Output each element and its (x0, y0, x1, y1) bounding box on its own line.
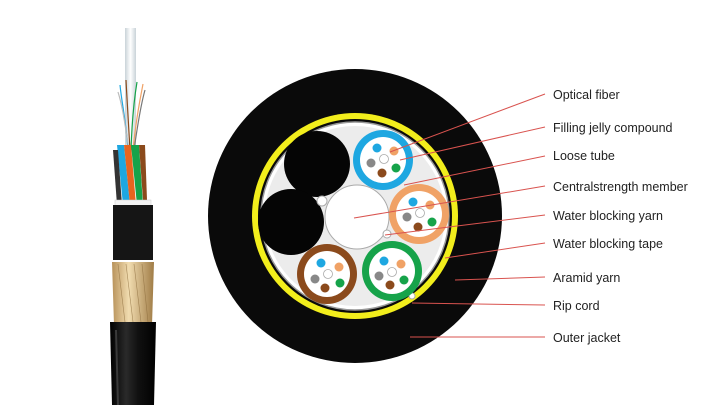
label-filling-jelly-compound: Filling jelly compound (553, 121, 673, 135)
label-water-blocking-tape: Water blocking tape (553, 237, 663, 251)
leader-rip-cord (411, 302, 546, 306)
leader-water-blocking-yarn (384, 214, 546, 236)
label-loose-tube: Loose tube (553, 149, 615, 163)
leader-central-strength (353, 185, 546, 219)
label-aramid-yarn: Aramid yarn (553, 271, 620, 285)
leader-filling-jelly (399, 126, 546, 161)
loose-tube-brown (297, 244, 357, 304)
label-water-blocking-yarn: Water blocking yarn (553, 209, 663, 223)
label-rip-cord: Rip cord (553, 299, 600, 313)
leader-loose-tube (403, 155, 546, 186)
leader-aramid-yarn (454, 276, 546, 281)
leader-water-blocking-tape (444, 242, 546, 259)
loose-tube-green (362, 241, 422, 301)
label-outer-jacket: Outer jacket (553, 331, 621, 345)
cable-side-view-illustration (110, 28, 156, 405)
label-optical-fiber: Optical fiber (553, 88, 620, 102)
loose-tube-orange (389, 184, 449, 244)
loose-tube-blue (353, 130, 413, 190)
labels: Optical fiber Filling jelly compound Loo… (553, 88, 688, 345)
leader-optical-fiber (389, 93, 546, 153)
leader-lines (353, 93, 546, 338)
label-central-strength-member: Centralstrength member (553, 180, 688, 194)
cable-cross-section-illustration (208, 69, 502, 363)
